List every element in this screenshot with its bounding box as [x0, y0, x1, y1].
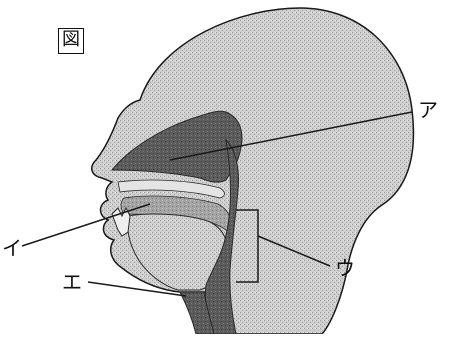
figure-title: 図	[58, 28, 84, 54]
label-i: イ	[2, 238, 22, 258]
label-e: エ	[62, 272, 82, 292]
label-u: ウ	[335, 258, 355, 278]
label-a: ア	[418, 100, 438, 120]
